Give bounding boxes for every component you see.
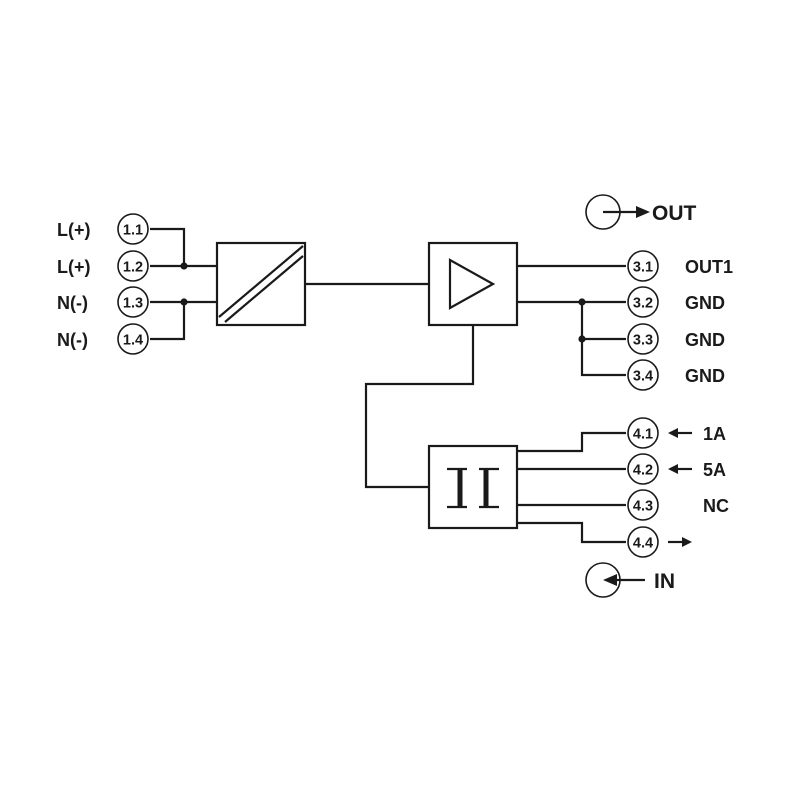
input4-label: NC [703,496,729,516]
terminal-3-2: 3.2 [627,286,659,318]
terminal-4-4: 4.4 [627,526,659,558]
amplifier-block [427,241,519,327]
amplifier-triangle-icon [448,258,496,310]
out-legend-label: OUT [652,202,697,225]
arrow-left-icon [668,428,692,438]
terminal-number: 3.1 [633,260,653,276]
terminal-number: 4.3 [633,499,653,515]
terminal-number: 4.1 [633,427,653,443]
input-label: N(-) [57,293,88,313]
terminal-number: 1.3 [123,296,143,312]
in-legend: IN [585,562,675,598]
terminal-3-3: 3.3 [627,323,659,355]
terminal-number: 4.2 [633,463,653,479]
terminal-number: 3.3 [633,333,653,349]
arrow-right-icon [636,206,650,218]
input4-label: 5A [703,460,726,480]
terminal-number: 3.4 [633,369,653,385]
terminal-4-2: 4.2 [627,453,659,485]
output-label: GND [685,330,725,350]
in-legend-label: IN [654,570,675,593]
terminal-3-1: 3.1 [627,250,659,282]
transformer-icon [447,467,499,509]
terminal-number: 1.2 [123,260,143,276]
input4-label: 1A [703,424,726,444]
input-label: L(+) [57,220,91,240]
output-wiring [517,264,626,377]
terminal-number: 4.4 [633,536,653,552]
arrow-left-icon [603,574,617,586]
input-label: L(+) [57,257,91,277]
terminal-number: 1.4 [123,333,143,349]
amplifier-to-transformer-wire [364,325,475,489]
arrow-left-icon [668,464,692,474]
junction-dot [180,298,188,306]
arrow-right-icon [668,537,692,547]
out-legend: OUT [585,194,697,230]
power-converter-block [215,241,307,327]
terminal-1-4: 1.4 [117,323,149,355]
terminal-4-3: 4.3 [627,489,659,521]
terminal-3-4: 3.4 [627,359,659,391]
terminal-number: 3.2 [633,296,653,312]
input-label: N(-) [57,330,88,350]
input4-wiring [517,431,626,544]
terminal-4-1: 4.1 [627,417,659,449]
terminal-number: 1.1 [123,223,143,239]
terminal-1-3: 1.3 [117,286,149,318]
junction-dot [180,262,188,270]
output-label: GND [685,293,725,313]
output-label: GND [685,366,725,386]
terminal-1-1: 1.1 [117,213,149,245]
output-label: OUT1 [685,257,733,277]
junction-dot [578,298,586,306]
input-wiring [150,227,217,341]
transformer-block [427,444,519,530]
junction-dot [578,335,586,343]
terminal-1-2: 1.2 [117,250,149,282]
